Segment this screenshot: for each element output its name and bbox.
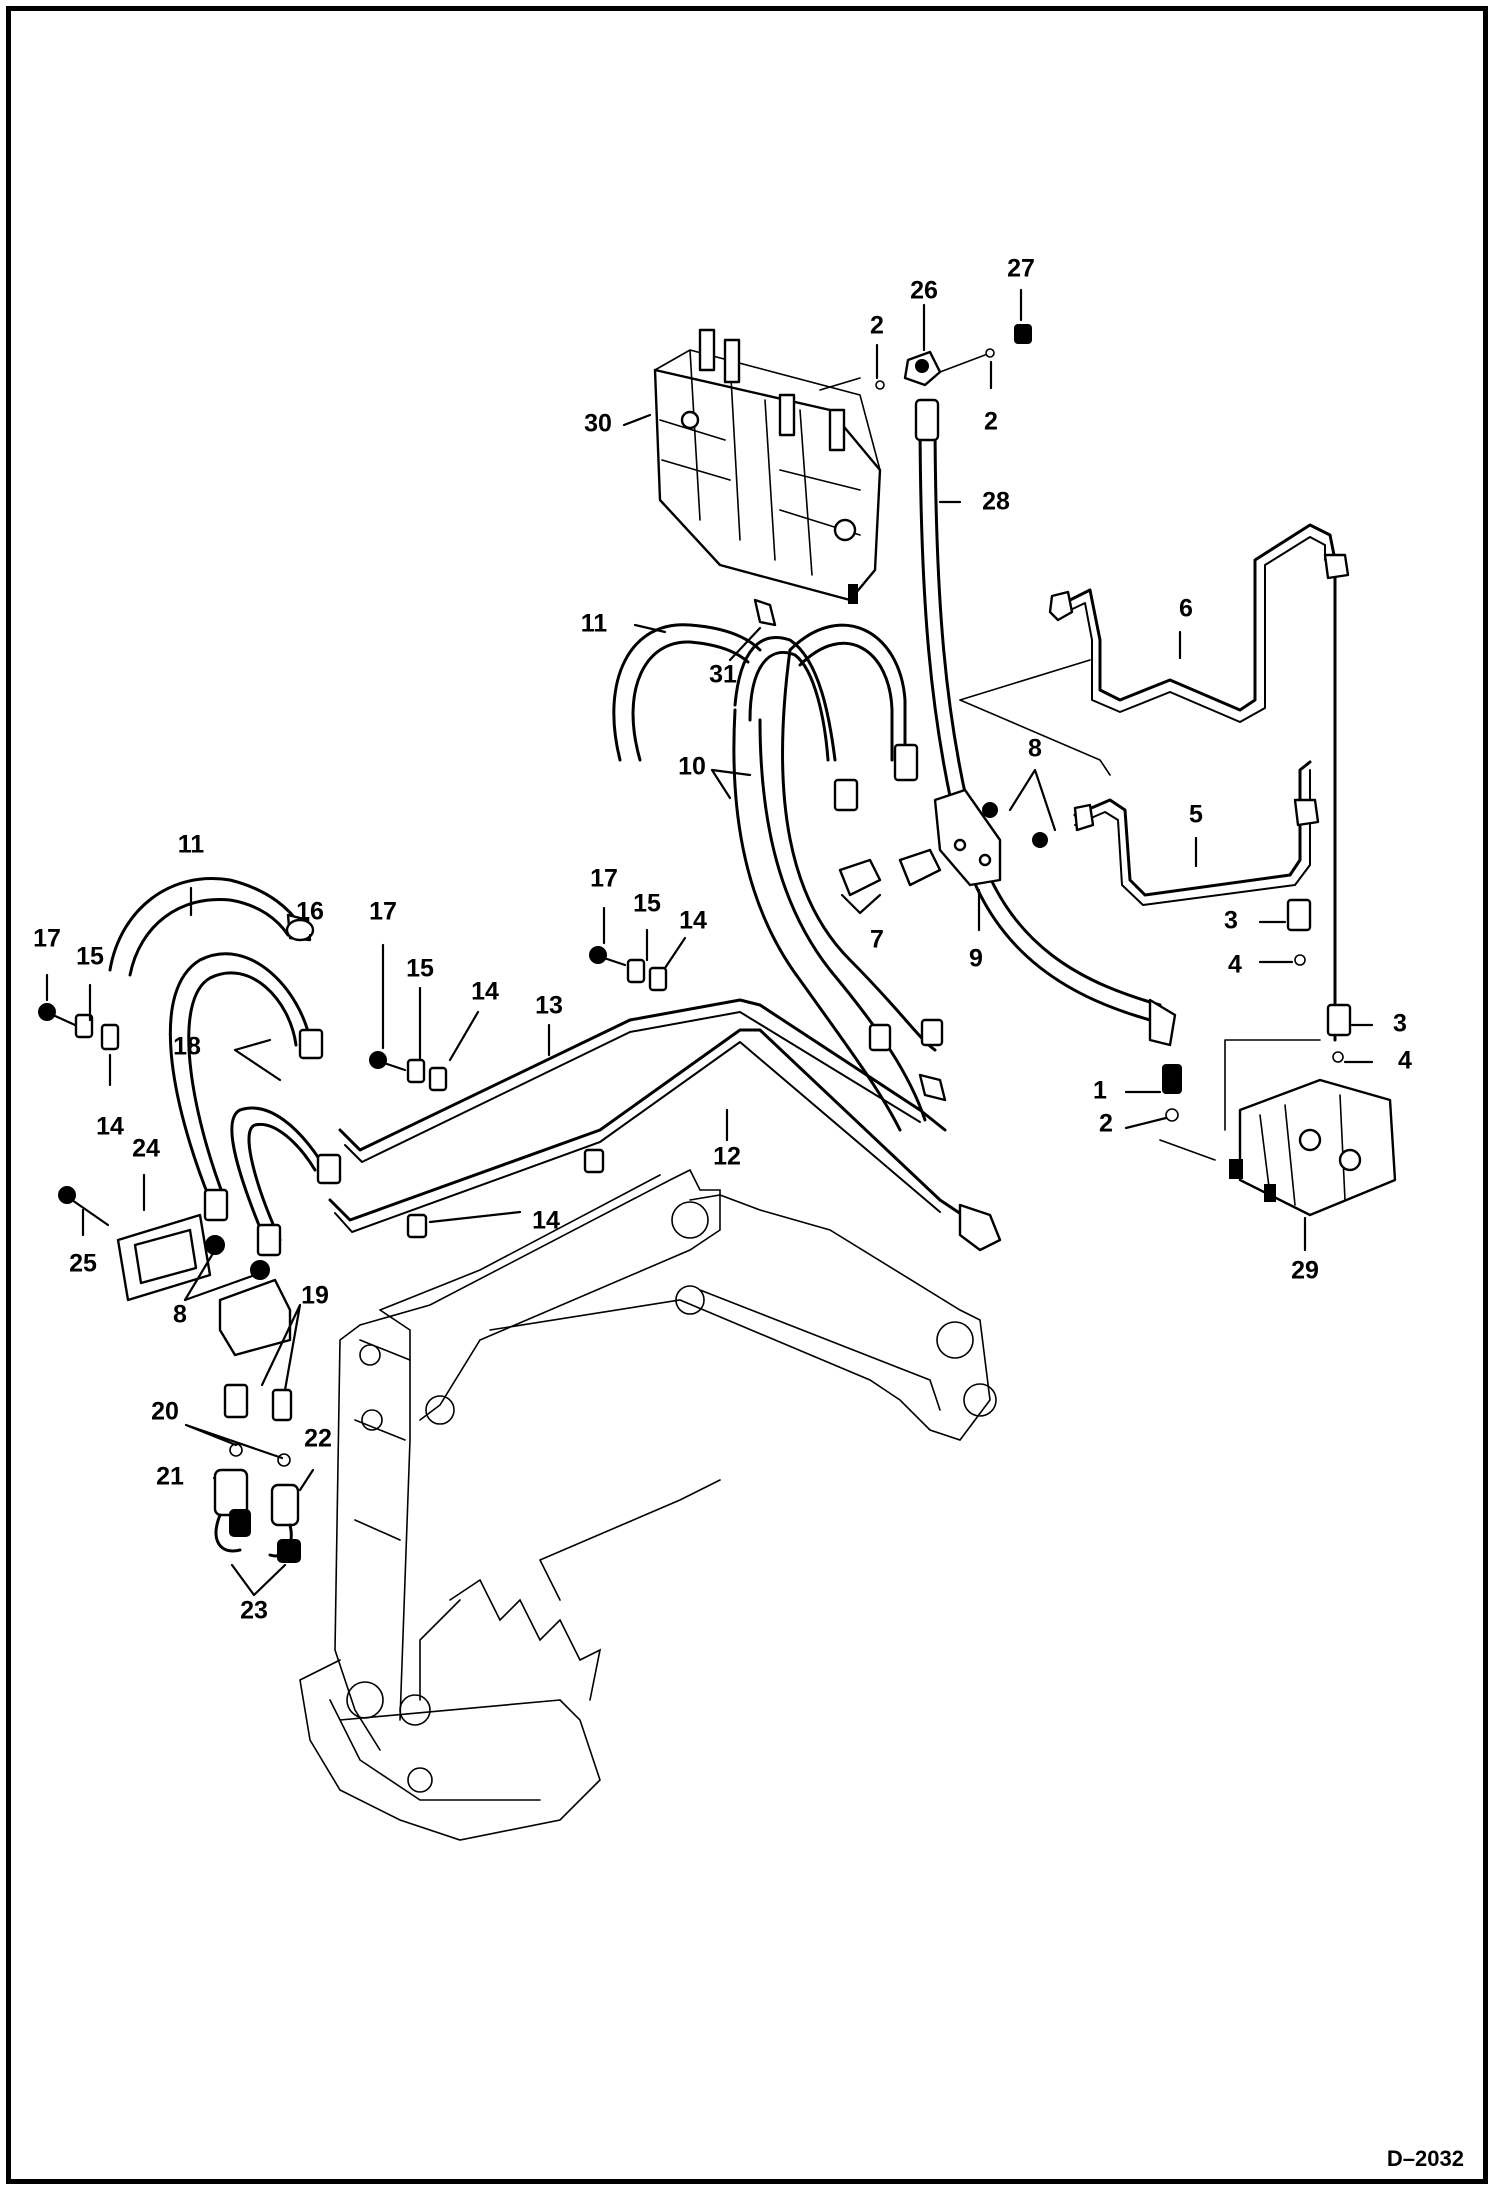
tube-6 bbox=[1048, 523, 1350, 1042]
label-4-lower: 4 bbox=[1398, 1047, 1412, 1075]
label-6: 6 bbox=[1179, 595, 1193, 623]
tube-5 bbox=[1073, 760, 1320, 906]
o-ring-2b bbox=[985, 348, 995, 358]
label-17-mid: 17 bbox=[369, 898, 397, 926]
label-29: 29 bbox=[1291, 1257, 1319, 1285]
label-12: 12 bbox=[713, 1143, 741, 1171]
boom-arm-outline bbox=[299, 1168, 997, 1841]
label-28: 28 bbox=[982, 488, 1010, 516]
hose-11-upper bbox=[612, 598, 777, 762]
label-4-upper: 4 bbox=[1228, 951, 1242, 979]
hose-clamp-16 bbox=[285, 918, 315, 942]
quick-coupler-21-22-23 bbox=[213, 1468, 301, 1563]
label-11-upper: 11 bbox=[581, 610, 608, 638]
adapter-3a-4a bbox=[1286, 898, 1312, 966]
label-2-top-right: 2 bbox=[984, 408, 998, 436]
bolt-17-mid bbox=[369, 1051, 407, 1072]
label-19: 19 bbox=[301, 1282, 329, 1310]
label-14-left: 14 bbox=[96, 1113, 124, 1141]
label-8-lower: 8 bbox=[173, 1301, 187, 1329]
label-14-right: 14 bbox=[679, 907, 707, 935]
drawing-frame bbox=[6, 6, 1488, 2184]
label-30: 30 bbox=[584, 410, 612, 438]
label-2-lower: 2 bbox=[1099, 1110, 1113, 1138]
label-24: 24 bbox=[132, 1135, 160, 1163]
manifold-block-9 bbox=[933, 788, 1048, 887]
adapter-3b-4b bbox=[1326, 1003, 1352, 1063]
tube-13 bbox=[338, 998, 947, 1163]
label-15-right: 15 bbox=[633, 890, 661, 918]
clamp-14-15-left bbox=[74, 1013, 120, 1051]
hose-11-lower bbox=[108, 877, 312, 977]
label-21: 21 bbox=[156, 1463, 184, 1491]
hose-pair-10 bbox=[732, 623, 947, 1132]
plug-27 bbox=[1014, 324, 1032, 344]
label-27: 27 bbox=[1007, 255, 1035, 283]
label-17-left: 17 bbox=[33, 925, 61, 953]
label-26: 26 bbox=[910, 277, 938, 305]
adapters-20 bbox=[223, 1383, 293, 1467]
label-7: 7 bbox=[870, 926, 884, 954]
bolt-17-right bbox=[589, 946, 627, 967]
label-3-upper: 3 bbox=[1224, 907, 1238, 935]
label-5: 5 bbox=[1189, 801, 1203, 829]
label-23: 23 bbox=[240, 1597, 268, 1625]
label-13: 13 bbox=[535, 992, 563, 1020]
leader-lines bbox=[45, 288, 1374, 1597]
relief-valve-29 bbox=[1229, 1078, 1397, 1217]
label-17-right: 17 bbox=[590, 865, 618, 893]
label-22: 22 bbox=[304, 1425, 332, 1453]
label-2-top-left: 2 bbox=[870, 312, 884, 340]
bolt-25 bbox=[58, 1186, 110, 1227]
control-valve-assembly bbox=[653, 328, 882, 604]
elbow-fitting-26 bbox=[903, 350, 942, 387]
tube-12 bbox=[328, 1028, 1002, 1252]
fittings-7 bbox=[838, 848, 942, 897]
label-15-mid: 15 bbox=[406, 955, 434, 983]
label-10: 10 bbox=[678, 753, 706, 781]
hose-28 bbox=[914, 398, 1177, 1047]
o-ring-2a bbox=[875, 380, 885, 390]
bolt-17-left bbox=[38, 1003, 77, 1027]
hose-pair-18 bbox=[168, 952, 342, 1257]
label-16: 16 bbox=[296, 898, 324, 926]
callout-labels: 27 26 2 2 30 28 11 31 6 10 8 5 11 16 17 … bbox=[33, 255, 1412, 1625]
hose-guard-24 bbox=[116, 1213, 212, 1302]
label-25: 25 bbox=[69, 1250, 97, 1278]
label-15-left: 15 bbox=[76, 943, 104, 971]
label-1: 1 bbox=[1093, 1077, 1107, 1105]
label-14-lower: 14 bbox=[532, 1207, 560, 1235]
adapter-1-2 bbox=[1162, 1064, 1182, 1122]
clamp-14-15-right bbox=[626, 958, 668, 992]
label-11-lower: 11 bbox=[178, 831, 205, 859]
label-3-lower: 3 bbox=[1393, 1010, 1407, 1038]
label-14-mid: 14 bbox=[471, 978, 499, 1006]
label-31: 31 bbox=[709, 661, 737, 689]
clamp-14-lower bbox=[406, 1148, 605, 1239]
diagram-code: D–2032 bbox=[1386, 2146, 1464, 2171]
label-20: 20 bbox=[151, 1398, 179, 1426]
label-9: 9 bbox=[969, 945, 983, 973]
label-8-upper: 8 bbox=[1028, 735, 1042, 763]
clamp-14-15-mid bbox=[406, 1058, 448, 1092]
label-18: 18 bbox=[173, 1033, 201, 1061]
